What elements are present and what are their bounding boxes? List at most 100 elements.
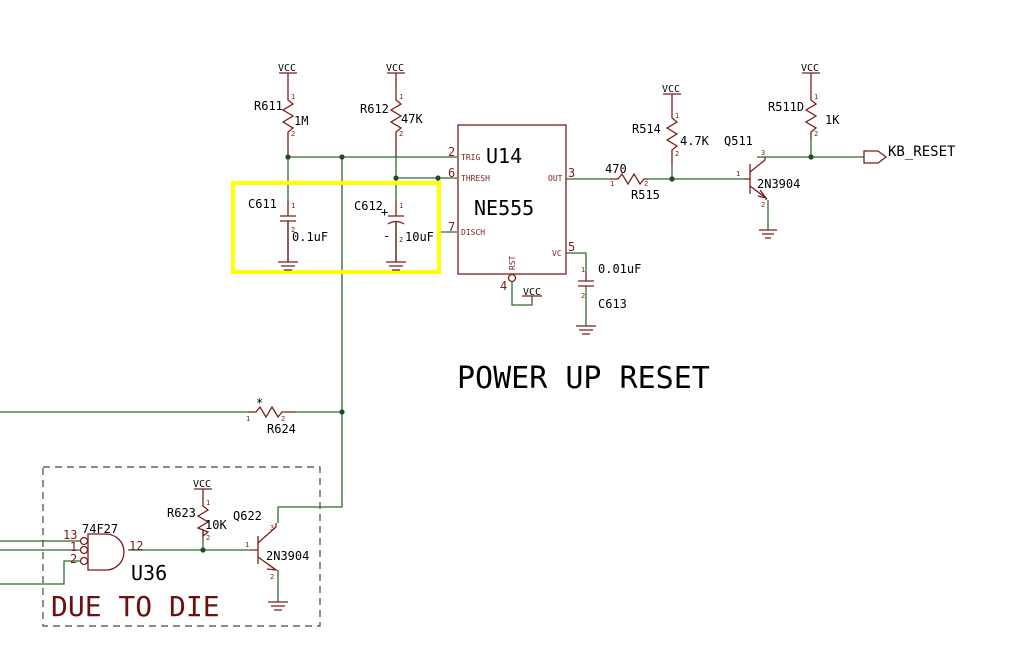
u36-part: 74F27	[82, 522, 118, 536]
pin-num-rst: 4	[500, 279, 507, 293]
svg-text:1: 1	[399, 93, 403, 101]
r511d-ref: R511D	[768, 100, 804, 114]
pin-out: OUT	[548, 174, 563, 183]
vcc-label: VCC	[193, 479, 211, 490]
q511-ref: Q511	[724, 134, 753, 148]
resistor-r514: 1 2 R514 4.7K	[632, 110, 710, 165]
svg-text:2: 2	[761, 201, 765, 209]
svg-text:1: 1	[291, 93, 295, 101]
resistor-r511d: 1 2 R511D 1K	[768, 88, 840, 140]
r511d-value: 1K	[825, 113, 840, 127]
svg-text:2: 2	[270, 573, 274, 581]
r623-value: 10K	[205, 518, 227, 532]
highlight-box	[231, 181, 441, 274]
dashed-region-box	[42, 466, 321, 627]
svg-text:1: 1	[610, 180, 614, 188]
junction-dots	[200, 154, 814, 553]
vcc-r514: VCC	[662, 84, 681, 110]
resistor-r624: 1 2 * R624	[246, 396, 296, 436]
svg-text:3: 3	[270, 524, 274, 532]
vcc-label: VCC	[386, 63, 404, 74]
c612-minus: -	[383, 229, 390, 243]
ic-u14-ne555: U14 NE555 TRIG THRESH DISCH OUT VC RST 2…	[448, 124, 575, 293]
resistor-r611: 1 2 R611 1M	[254, 88, 308, 157]
svg-text:1: 1	[581, 266, 585, 274]
u14-part: NE555	[474, 196, 534, 220]
u14-ref: U14	[486, 144, 522, 168]
pin-rst: RST	[508, 255, 517, 270]
vcc-label: VCC	[801, 63, 819, 74]
kb-reset-label: KB_RESET	[888, 144, 956, 160]
transistor-q622: 1 3 2 Q622 2N3904	[233, 509, 309, 611]
u36-pin-12: 12	[129, 539, 143, 553]
svg-text:1: 1	[675, 112, 679, 120]
svg-text:2: 2	[581, 292, 585, 300]
q622-ref: Q622	[233, 509, 262, 523]
svg-text:2: 2	[291, 226, 295, 234]
r624-mark: *	[256, 396, 263, 410]
vcc-rst: VCC	[522, 287, 542, 298]
svg-text:2: 2	[644, 180, 648, 188]
r612-ref: R612	[360, 102, 389, 116]
r612-value: 47K	[401, 112, 423, 126]
vcc-label: VCC	[523, 287, 541, 298]
vcc-r611: VCC	[278, 63, 297, 88]
pin-num-thresh: 6	[448, 166, 455, 180]
gate-u36: 13 1 2 12 74F27 U36	[63, 522, 167, 585]
vcc-r623: VCC	[193, 479, 212, 500]
r515-ref: R515	[631, 188, 660, 202]
r514-ref: R514	[632, 122, 661, 136]
c612-value: 10uF	[405, 230, 434, 244]
svg-text:2: 2	[399, 236, 403, 244]
svg-text:2: 2	[675, 150, 679, 158]
capacitor-c611: 1 2 C611 0.1uF	[248, 197, 328, 271]
vcc-r511d: VCC	[801, 63, 820, 88]
c612-plus: +	[381, 205, 388, 219]
capacitor-c613: 1 2 0.01uF C613	[576, 262, 641, 335]
pin-disch: DISCH	[461, 228, 485, 237]
svg-text:1: 1	[246, 415, 250, 423]
c611-ref: C611	[248, 197, 277, 211]
vcc-r612: VCC	[386, 63, 405, 88]
svg-text:1: 1	[399, 202, 403, 210]
svg-text:1: 1	[245, 541, 249, 549]
pin-num-vc: 5	[568, 240, 575, 254]
svg-text:2: 2	[206, 534, 210, 542]
r623-ref: R623	[167, 506, 196, 520]
resistor-r515: 1 2 470 R515	[605, 162, 660, 202]
port-kb-reset: KB_RESET	[863, 144, 956, 164]
svg-text:1: 1	[736, 170, 740, 178]
c611-value: 0.1uF	[292, 230, 328, 244]
c613-value: 0.01uF	[598, 262, 641, 276]
r514-value: 4.7K	[680, 134, 710, 148]
u36-pin-1: 1	[70, 540, 77, 554]
pin-num-out: 3	[568, 166, 575, 180]
transistor-q511: 1 3 2 Q511 2N3904	[724, 134, 800, 239]
r515-value: 470	[605, 162, 627, 176]
pin-thresh: THRESH	[461, 174, 490, 183]
c613-ref: C613	[598, 297, 627, 311]
svg-text:2: 2	[281, 415, 285, 423]
c612-ref: C612	[354, 199, 383, 213]
pin-num-disch: 7	[448, 220, 455, 234]
box-title: DUE TO DIE	[51, 590, 220, 623]
vcc-label: VCC	[662, 84, 680, 95]
svg-text:2: 2	[814, 130, 818, 138]
u36-pin-2: 2	[70, 552, 77, 566]
q622-part: 2N3904	[266, 549, 309, 563]
svg-text:1: 1	[206, 499, 210, 507]
r624-ref: R624	[267, 422, 296, 436]
resistor-r623: 1 2 R623 10K	[167, 499, 227, 542]
svg-text:1: 1	[814, 93, 818, 101]
svg-text:2: 2	[399, 130, 403, 138]
wires	[0, 140, 864, 602]
pin-vc: VC	[552, 249, 562, 258]
pin-num-trig: 2	[448, 145, 455, 159]
svg-text:2: 2	[291, 130, 295, 138]
svg-text:1: 1	[291, 202, 295, 210]
r611-ref: R611	[254, 99, 283, 113]
resistor-r612: 1 2 R612 47K	[360, 88, 423, 157]
u36-pin-13: 13	[63, 528, 77, 542]
svg-text:3: 3	[761, 149, 765, 157]
